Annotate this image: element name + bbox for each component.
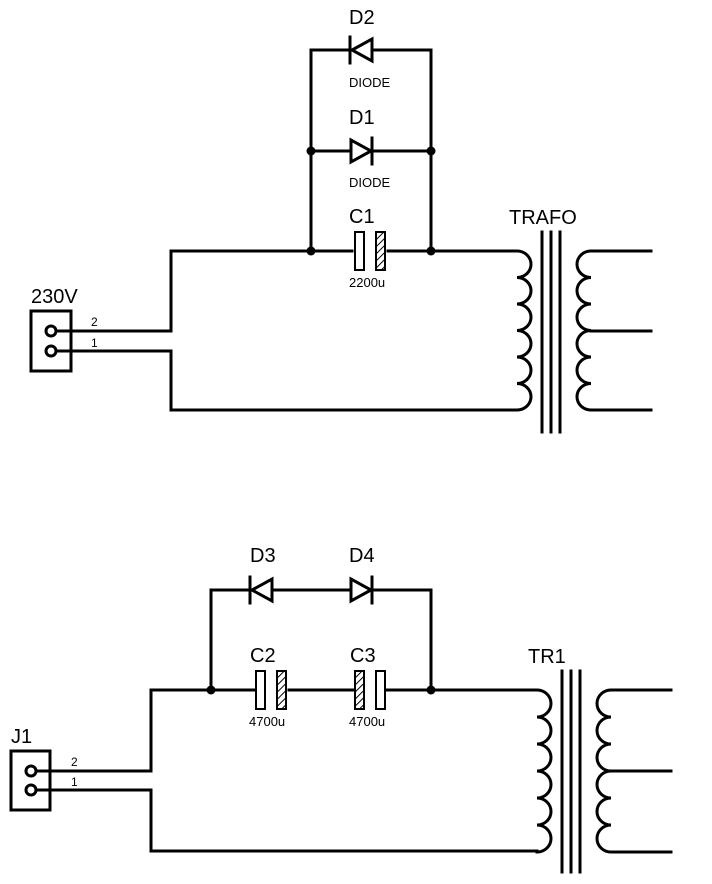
- pin-2-label: 2: [71, 755, 78, 769]
- capacitor-c2-value-label: 4700u: [249, 714, 285, 729]
- diode-d1-value-label: DIODE: [349, 175, 391, 190]
- connector-body: [9, 749, 52, 812]
- capacitor-c1-plate-hatched: [375, 231, 386, 271]
- transformer-ref-label: TR1: [528, 646, 566, 668]
- capacitor-c1-value-label: 2200u: [349, 275, 385, 290]
- capacitor-c3-plate-plain: [375, 670, 386, 710]
- diode-d3: D3: [248, 545, 276, 605]
- capacitor-c1-plate-plain: [354, 231, 365, 271]
- pin-1-label: 1: [91, 336, 98, 350]
- wire-pin2-to-c2: [34, 688, 257, 773]
- diode-d1-ref-label: D1: [349, 107, 375, 129]
- capacitor-c3-ref-label: C3: [350, 645, 376, 667]
- diode-d2: D2 DIODE: [348, 7, 391, 90]
- capacitor-c2-plate-plain: [255, 670, 266, 710]
- diode-d2-value-label: DIODE: [349, 75, 391, 90]
- wire-pin2-to-c1: [54, 249, 354, 333]
- diode-d1: D1 DIODE: [349, 107, 391, 190]
- connector-ref-label: 230V: [31, 286, 78, 308]
- wire-left-rail: [209, 588, 252, 692]
- junction-dot: [306, 146, 316, 156]
- junction-dot: [306, 246, 316, 256]
- transformer-secondary-winding: [575, 249, 593, 412]
- circuit-2: J1 2 1 D3 D4: [9, 545, 673, 874]
- wire-pin1-to-trafo: [54, 349, 519, 412]
- connector-230v: 230V 2 1: [29, 286, 98, 373]
- junction-dot: [206, 685, 216, 695]
- transformer-trafo: TRAFO: [509, 207, 653, 434]
- transformer-secondary-winding: [595, 688, 613, 854]
- transformer-tr1: TR1: [528, 646, 673, 874]
- capacitor-c2-plate-hatched: [276, 670, 287, 710]
- junction-dot: [426, 146, 436, 156]
- connector-ref-label: J1: [11, 726, 32, 748]
- diode-d3-ref-label: D3: [250, 545, 276, 567]
- diode-d4: D4: [349, 545, 375, 605]
- wire-right-rail: [370, 588, 433, 692]
- wire-pin1-to-tr1: [34, 788, 539, 853]
- transformer-primary-winding: [515, 249, 533, 412]
- connector-body: [29, 309, 73, 373]
- diode-d4-ref-label: D4: [349, 545, 375, 567]
- diode-d1-symbol: [349, 137, 375, 165]
- circuit-1: 230V 2 1 D2 DIODE: [29, 7, 653, 434]
- diode-d2-symbol: [348, 36, 374, 64]
- diode-d3-symbol: [248, 576, 274, 604]
- wires-circuit-1: [54, 48, 519, 412]
- capacitor-c3-value-label: 4700u: [349, 714, 385, 729]
- capacitor-c3: C3 4700u: [349, 645, 386, 729]
- capacitor-c2: C2 4700u: [249, 645, 287, 729]
- pin-1-label: 1: [71, 775, 78, 789]
- connector-j1: J1 2 1: [9, 726, 78, 812]
- transformer-ref-label: TRAFO: [509, 207, 577, 229]
- capacitor-c2-ref-label: C2: [250, 645, 276, 667]
- transformer-primary-winding: [535, 688, 553, 854]
- wires-circuit-2: [34, 588, 539, 853]
- pin-2-label: 2: [91, 315, 98, 329]
- junction-dot: [426, 246, 436, 256]
- capacitor-c1: C1 2200u: [349, 206, 386, 290]
- diode-d4-symbol: [349, 576, 375, 604]
- capacitor-c3-plate-hatched: [354, 670, 365, 710]
- diode-d2-ref-label: D2: [349, 7, 375, 29]
- junction-dot: [426, 685, 436, 695]
- capacitor-c1-ref-label: C1: [349, 206, 375, 228]
